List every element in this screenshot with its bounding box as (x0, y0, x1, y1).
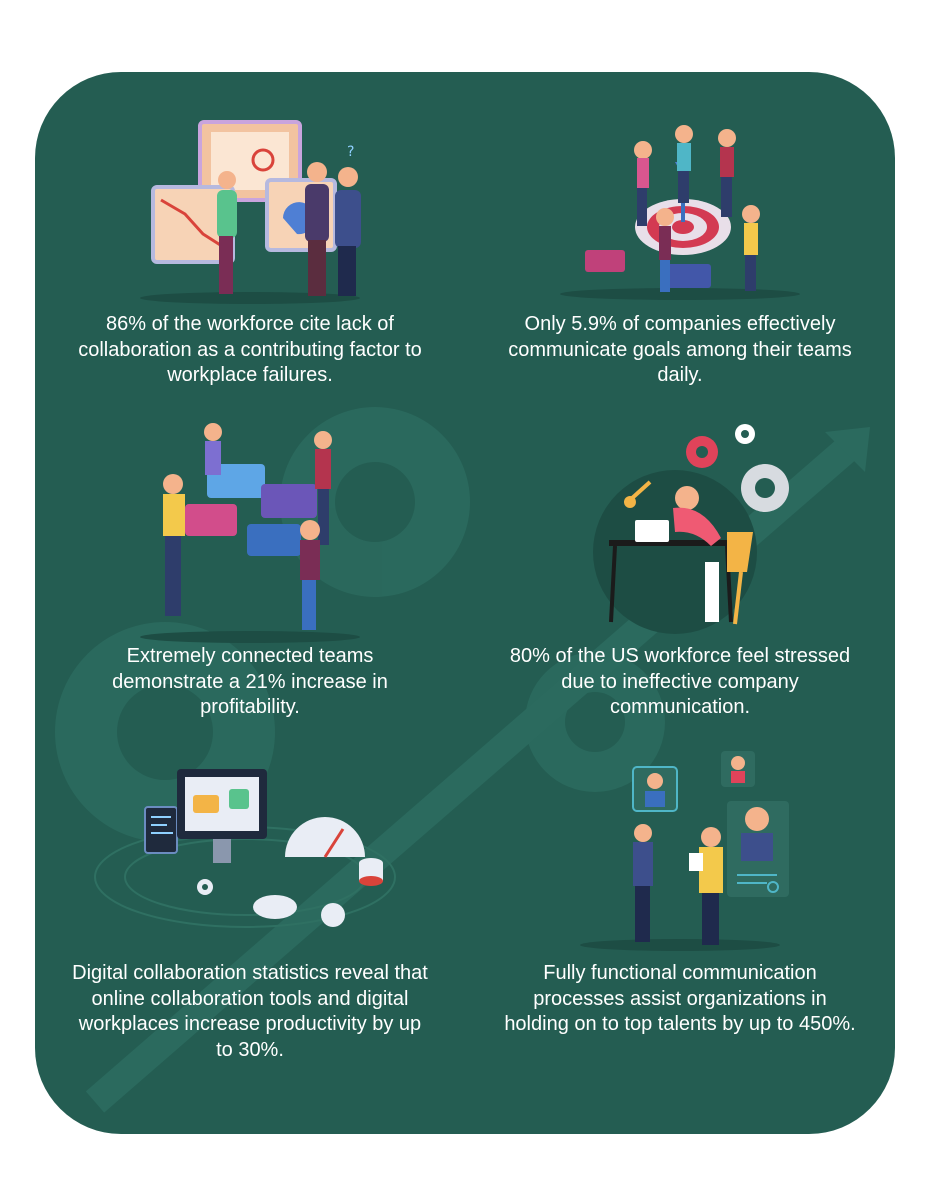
stressed-worker-desk-illustration (593, 424, 789, 634)
gear-icon-2 (735, 424, 755, 444)
talent-recruitment-illustration (580, 751, 789, 951)
speedometer-icon (285, 817, 365, 857)
infographic-card: ? 86% of the workforce cite lack of coll… (35, 72, 895, 1134)
database-icon (359, 858, 383, 886)
code-window-icon (144, 806, 178, 854)
team-stress-charts-illustration: ? (140, 120, 361, 304)
digital-workplace-dashboard-illustration (94, 769, 396, 928)
gear-icon (686, 436, 718, 468)
svg-text:?: ? (347, 144, 354, 160)
team-target-goal-illustration (560, 125, 800, 300)
stat-caption-5: Digital collaboration statistics reveal … (72, 962, 428, 1061)
stat-caption-3: Extremely connected teams demonstrate a … (112, 645, 388, 718)
clock-icon (321, 903, 345, 927)
stat-caption-1: 86% of the workforce cite lack of collab… (78, 313, 422, 386)
stat-caption-4: 80% of the US workforce feel stressed du… (509, 645, 851, 718)
gear-icon-3 (741, 464, 789, 512)
stat-caption-6: Fully functional communication processes… (504, 962, 856, 1035)
stat-caption-2: Only 5.9% of companies effectively commu… (508, 313, 852, 386)
team-puzzle-illustration (140, 423, 360, 643)
check-circle-icon (767, 881, 779, 893)
